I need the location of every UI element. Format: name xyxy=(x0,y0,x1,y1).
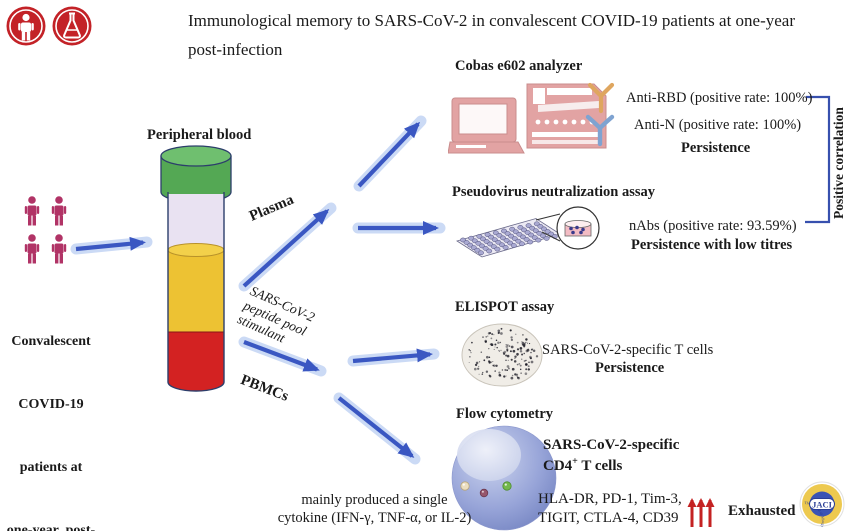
antibody-persistence-note: Persistence xyxy=(681,140,751,156)
person-badge-icon xyxy=(6,6,46,46)
positive-correlation-label: Positive correlation xyxy=(831,107,846,219)
cytokine-note: mainly produced a single cytokine (IFN-γ… xyxy=(277,492,472,526)
pseudovirus-title: Pseudovirus neutralization assay xyxy=(452,184,656,200)
flow-title: Flow cytometry xyxy=(456,406,554,422)
cell-dot-cream xyxy=(460,481,470,491)
antibody-icon-orange xyxy=(587,82,615,114)
cell-dot-maroon xyxy=(479,488,489,498)
flow-result-line1: SARS-CoV-2-specific xyxy=(543,437,680,453)
exhausted-label: Exhausted xyxy=(728,503,796,519)
analyzer-illustration xyxy=(448,83,607,154)
person-icon xyxy=(51,234,67,264)
arrow-plasma xyxy=(242,208,330,288)
arrow-to-elispot xyxy=(352,348,433,364)
person-icon xyxy=(24,234,40,264)
elispot-spots xyxy=(468,327,539,380)
patients-icons xyxy=(24,196,67,264)
cobas-title: Cobas e602 analyzer xyxy=(455,58,583,74)
jaci-logo: The Journal of Allergy & Clinical Immuno… xyxy=(799,481,845,527)
arrow-to-analyzer xyxy=(357,121,421,188)
exhaustion-markers: HLA-DR, PD-1, Tim-3, TIGIT, CTLA-4, CD39 xyxy=(538,491,682,526)
blood-tube-illustration xyxy=(160,145,232,392)
person-icon xyxy=(24,196,40,226)
nabs-persistence-note: Persistence with low titres xyxy=(631,237,793,253)
cell-dot-green xyxy=(502,481,512,491)
correlation-bracket xyxy=(805,95,831,224)
arrow-to-flow xyxy=(337,396,415,458)
tube-label: Peripheral blood xyxy=(147,127,252,143)
jaci-logo-text: JACI xyxy=(812,500,833,510)
well-cells xyxy=(569,225,585,235)
exhausted-up-arrows xyxy=(687,498,715,527)
patients-caption: Convalescent COVID-19 patients at one-ye… xyxy=(6,334,96,531)
flask-badge-icon xyxy=(52,6,92,46)
flow-result-line2: CD4+ T cells xyxy=(543,456,623,474)
microplate-illustration xyxy=(456,206,600,258)
anti-rbd-result: Anti-RBD (positive rate: 100%) xyxy=(626,90,813,106)
tcell-illustration xyxy=(451,425,557,531)
elispot-well-illustration xyxy=(461,323,543,387)
antibody-icon-blue xyxy=(585,114,615,147)
plate-wells xyxy=(460,221,558,256)
arrow-pbmcs xyxy=(243,340,320,372)
nabs-result: nAbs (positive rate: 93.59%) xyxy=(629,218,797,234)
person-icon xyxy=(51,196,67,226)
elispot-title: ELISPOT assay xyxy=(455,299,555,315)
arrow-patients-to-tube xyxy=(75,236,146,252)
figure-title: Immunological memory to SARS-CoV-2 in co… xyxy=(188,11,796,59)
tcells-result: SARS-CoV-2-specific T cells xyxy=(542,342,714,358)
tcells-persistence-note: Persistence xyxy=(595,360,665,376)
anti-n-result: Anti-N (positive rate: 100%) xyxy=(634,117,802,133)
